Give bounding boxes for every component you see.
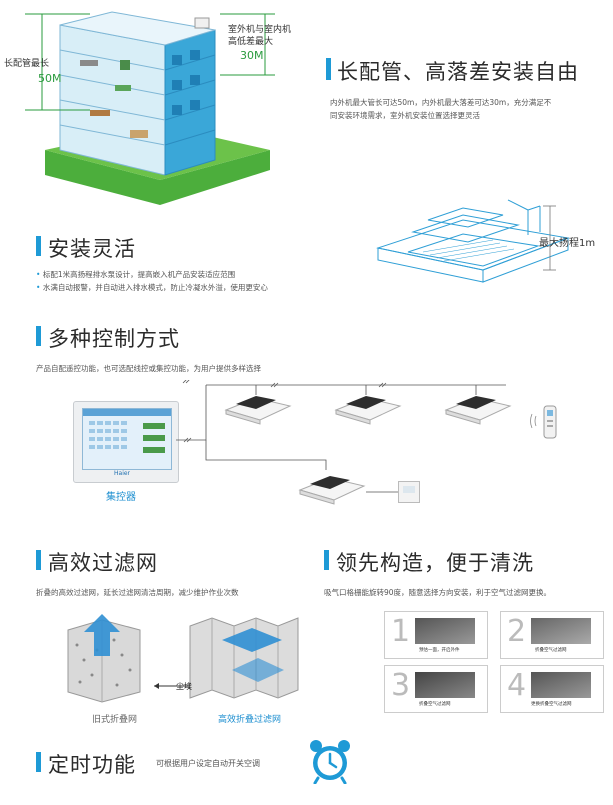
alarm-clock-icon — [308, 738, 352, 788]
step-card-3: 3 折叠空气过滤网 — [384, 665, 488, 713]
section2-bullet1-text: 标配1米高扬程排水泵设计，提高嵌入机产品安装适应范围 — [42, 270, 236, 279]
wiring-lines — [176, 378, 506, 493]
indoor-unit-1 — [222, 390, 294, 434]
section1-title-bar — [326, 58, 331, 80]
indoor-unit-2 — [332, 390, 404, 434]
section5-desc: 吸气口格栅能旋转90度，随意选择方向安装，利于空气过滤网更换。 — [324, 588, 552, 597]
cassette-unit-icon — [444, 396, 512, 425]
section2-bullet2-text: 水满自动报警，并自动进入排水模式，防止冷凝水外溢，使用更安心 — [42, 283, 268, 292]
section4-title-bar — [36, 550, 41, 570]
remote-control-icon — [528, 404, 568, 444]
step-image-1 — [415, 618, 475, 644]
controller-label: 集控器 — [106, 492, 136, 503]
bullet-dot-icon: • — [36, 283, 41, 292]
section1-desc-line1: 内外机最大管长可达50m，内外机最大落差可达30m，充分满足不 — [330, 98, 552, 107]
max-lift-label: 最大扬程1m — [539, 238, 596, 249]
controller-screen — [82, 408, 172, 470]
section5-title-bar — [324, 550, 329, 570]
bullet-dot-icon: • — [36, 270, 41, 279]
building-illustration — [20, 0, 280, 205]
dust-label: 尘埃 — [176, 682, 192, 691]
height-diff-value: 30M — [240, 49, 264, 62]
step-card-4: 4 更换折叠空气过滤网 — [500, 665, 604, 713]
section3-title: 多种控制方式 — [48, 327, 180, 351]
control-wiring-diagram — [176, 378, 613, 510]
cleaning-steps-grid: 1 预估一面，开启外件 2 折叠空气过滤网 3 折叠空气过滤网 4 更换折叠空气… — [384, 611, 606, 721]
cassette-wireframe — [376, 199, 570, 283]
step-number-1: 1 — [391, 614, 411, 649]
step-number-4: 4 — [507, 668, 527, 703]
section2-title: 安装灵活 — [48, 237, 136, 261]
step-image-2 — [531, 618, 591, 644]
cassette-unit-icon — [224, 396, 292, 425]
step-number-3: 3 — [391, 668, 411, 703]
filter-comparison-illustration — [62, 600, 302, 710]
cassette-unit-icon — [298, 476, 366, 505]
section1-title: 长配管、高落差安装自由 — [337, 60, 579, 84]
step-card-2: 2 折叠空气过滤网 — [500, 611, 604, 659]
height-diff-label-2: 高低差最大 — [228, 37, 274, 47]
pipe-length-label: 长配管最长 — [4, 59, 50, 69]
step-caption-1: 预估一面，开启外件 — [419, 648, 460, 653]
section1-desc-line2: 同安装环境需求，室外机安装位置选择更灵活 — [330, 111, 480, 120]
section3-desc: 产品自配遥控功能，也可选配线控或集控功能，为用户提供多样选择 — [36, 364, 261, 373]
step-number-2: 2 — [507, 614, 527, 649]
section3-title-bar — [36, 326, 41, 346]
section4-desc: 折叠的高效过滤网，延长过滤网清洁周期，减少维护作业次数 — [36, 588, 239, 597]
building-graphic — [25, 11, 275, 205]
section4-title: 高效过滤网 — [48, 551, 158, 575]
section6-title: 定时功能 — [48, 753, 136, 777]
section2-bullet1: • 标配1米高扬程排水泵设计，提高嵌入机产品安装适应范围 — [36, 268, 235, 281]
new-filter-label: 高效折叠过滤网 — [218, 715, 282, 725]
section6-title-bar — [36, 752, 41, 772]
step-image-3 — [415, 672, 475, 698]
controller-screen-grid — [83, 409, 171, 453]
step-card-1: 1 预估一面，开启外件 — [384, 611, 488, 659]
pipe-length-value: 50M — [38, 72, 62, 85]
step-caption-2: 折叠空气过滤网 — [535, 648, 567, 653]
cassette-unit-illustration — [368, 190, 608, 305]
section5-title: 领先构造，便于清洗 — [336, 551, 534, 575]
section2-bullet2: • 水满自动报警，并自动进入排水模式，防止冷凝水外溢，使用更安心 — [36, 281, 268, 294]
section6-desc: 可根据用户设定自动开关空调 — [156, 759, 260, 768]
controller-brand: Haier — [114, 470, 131, 477]
height-diff-label-1: 室外机与室内机 — [228, 25, 292, 35]
section2-title-bar — [36, 236, 41, 256]
wired-controller-icon — [398, 481, 420, 503]
central-controller: Haier — [73, 401, 179, 483]
cassette-unit-icon — [334, 396, 402, 425]
step-image-4 — [531, 672, 591, 698]
old-filter-label: 旧式折叠网 — [92, 715, 138, 725]
indoor-unit-3 — [442, 390, 514, 434]
step-caption-4: 更换折叠空气过滤网 — [531, 702, 572, 707]
step-caption-3: 折叠空气过滤网 — [419, 702, 451, 707]
filter-graphic — [67, 614, 299, 703]
indoor-unit-4 — [296, 470, 368, 514]
